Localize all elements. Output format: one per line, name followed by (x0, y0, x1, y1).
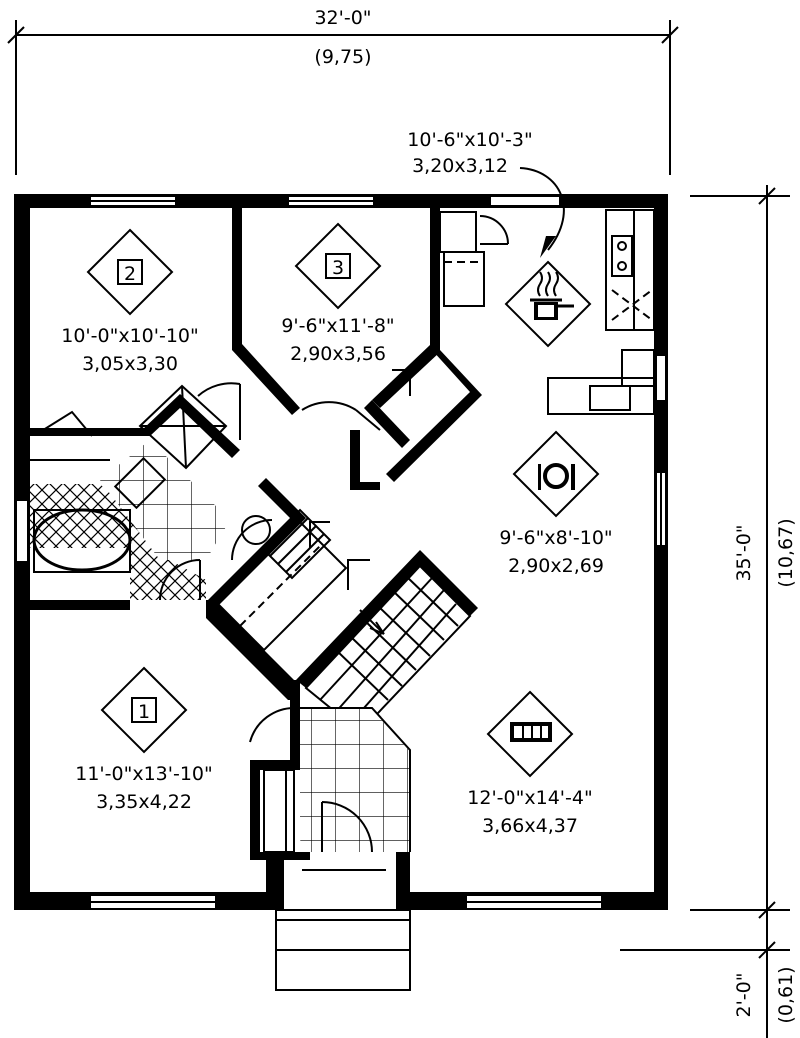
bedroom-3-size-metric: 2,90x3,56 (290, 343, 386, 365)
living-size-metric: 3,66x4,37 (482, 815, 578, 837)
bathroom (30, 384, 273, 600)
bedroom-3-badge: 3 (294, 222, 382, 310)
doors (159, 369, 411, 601)
top-dimension: 32'-0" (9,75) (7, 7, 679, 175)
bedroom-2-badge: 2 (86, 228, 174, 316)
bedroom-1-size-metric: 3,35x4,22 (96, 791, 192, 813)
arrow-head (540, 236, 556, 258)
interior-walls (30, 208, 482, 910)
porch-dimension-imperial: 2'-0" (733, 973, 755, 1018)
dining-size: 9'-6"x8'-10" (499, 527, 612, 549)
porch-dimension-metric: (0,61) (775, 966, 797, 1023)
bedroom-1-badge: 1 (100, 666, 188, 754)
bedroom-2-badge-number: 2 (124, 263, 136, 285)
right-dimension-metric: (10,67) (775, 518, 797, 587)
living-size: 12'-0"x14'-4" (467, 787, 592, 809)
kitchen-label-arrow (519, 167, 565, 251)
right-dimension-imperial: 35'-0" (733, 524, 755, 581)
top-dimension-imperial: 32'-0" (314, 7, 371, 29)
plate-fork-knife-icon (512, 430, 600, 518)
kitchen-size: 10'-6"x10'-3" (407, 129, 532, 151)
bedroom-2-size: 10'-0"x10'-10" (61, 325, 199, 347)
kitchen-fixtures (439, 209, 655, 415)
porch-steps (275, 869, 411, 991)
windows (15, 195, 667, 910)
bedroom-1-size: 11'-0"x13'-10" (75, 763, 213, 785)
bedroom-3-badge-number: 3 (332, 257, 344, 279)
dining-size-metric: 2,90x2,69 (508, 555, 604, 577)
kitchen-size-metric: 3,20x3,12 (412, 155, 508, 177)
stairs (216, 508, 472, 734)
cooking-pot-icon (504, 260, 592, 348)
sofa-icon (486, 690, 574, 778)
bedroom-2-size-metric: 3,05x3,30 (82, 353, 178, 375)
right-dimension: 35'-0" (10,67) 2'-0" (0,61) (620, 185, 797, 1038)
bedroom-1-badge-number: 1 (138, 701, 150, 723)
top-dimension-metric: (9,75) (314, 46, 371, 68)
foyer (249, 706, 411, 853)
bedroom-3-size: 9'-6"x11'-8" (281, 315, 394, 337)
